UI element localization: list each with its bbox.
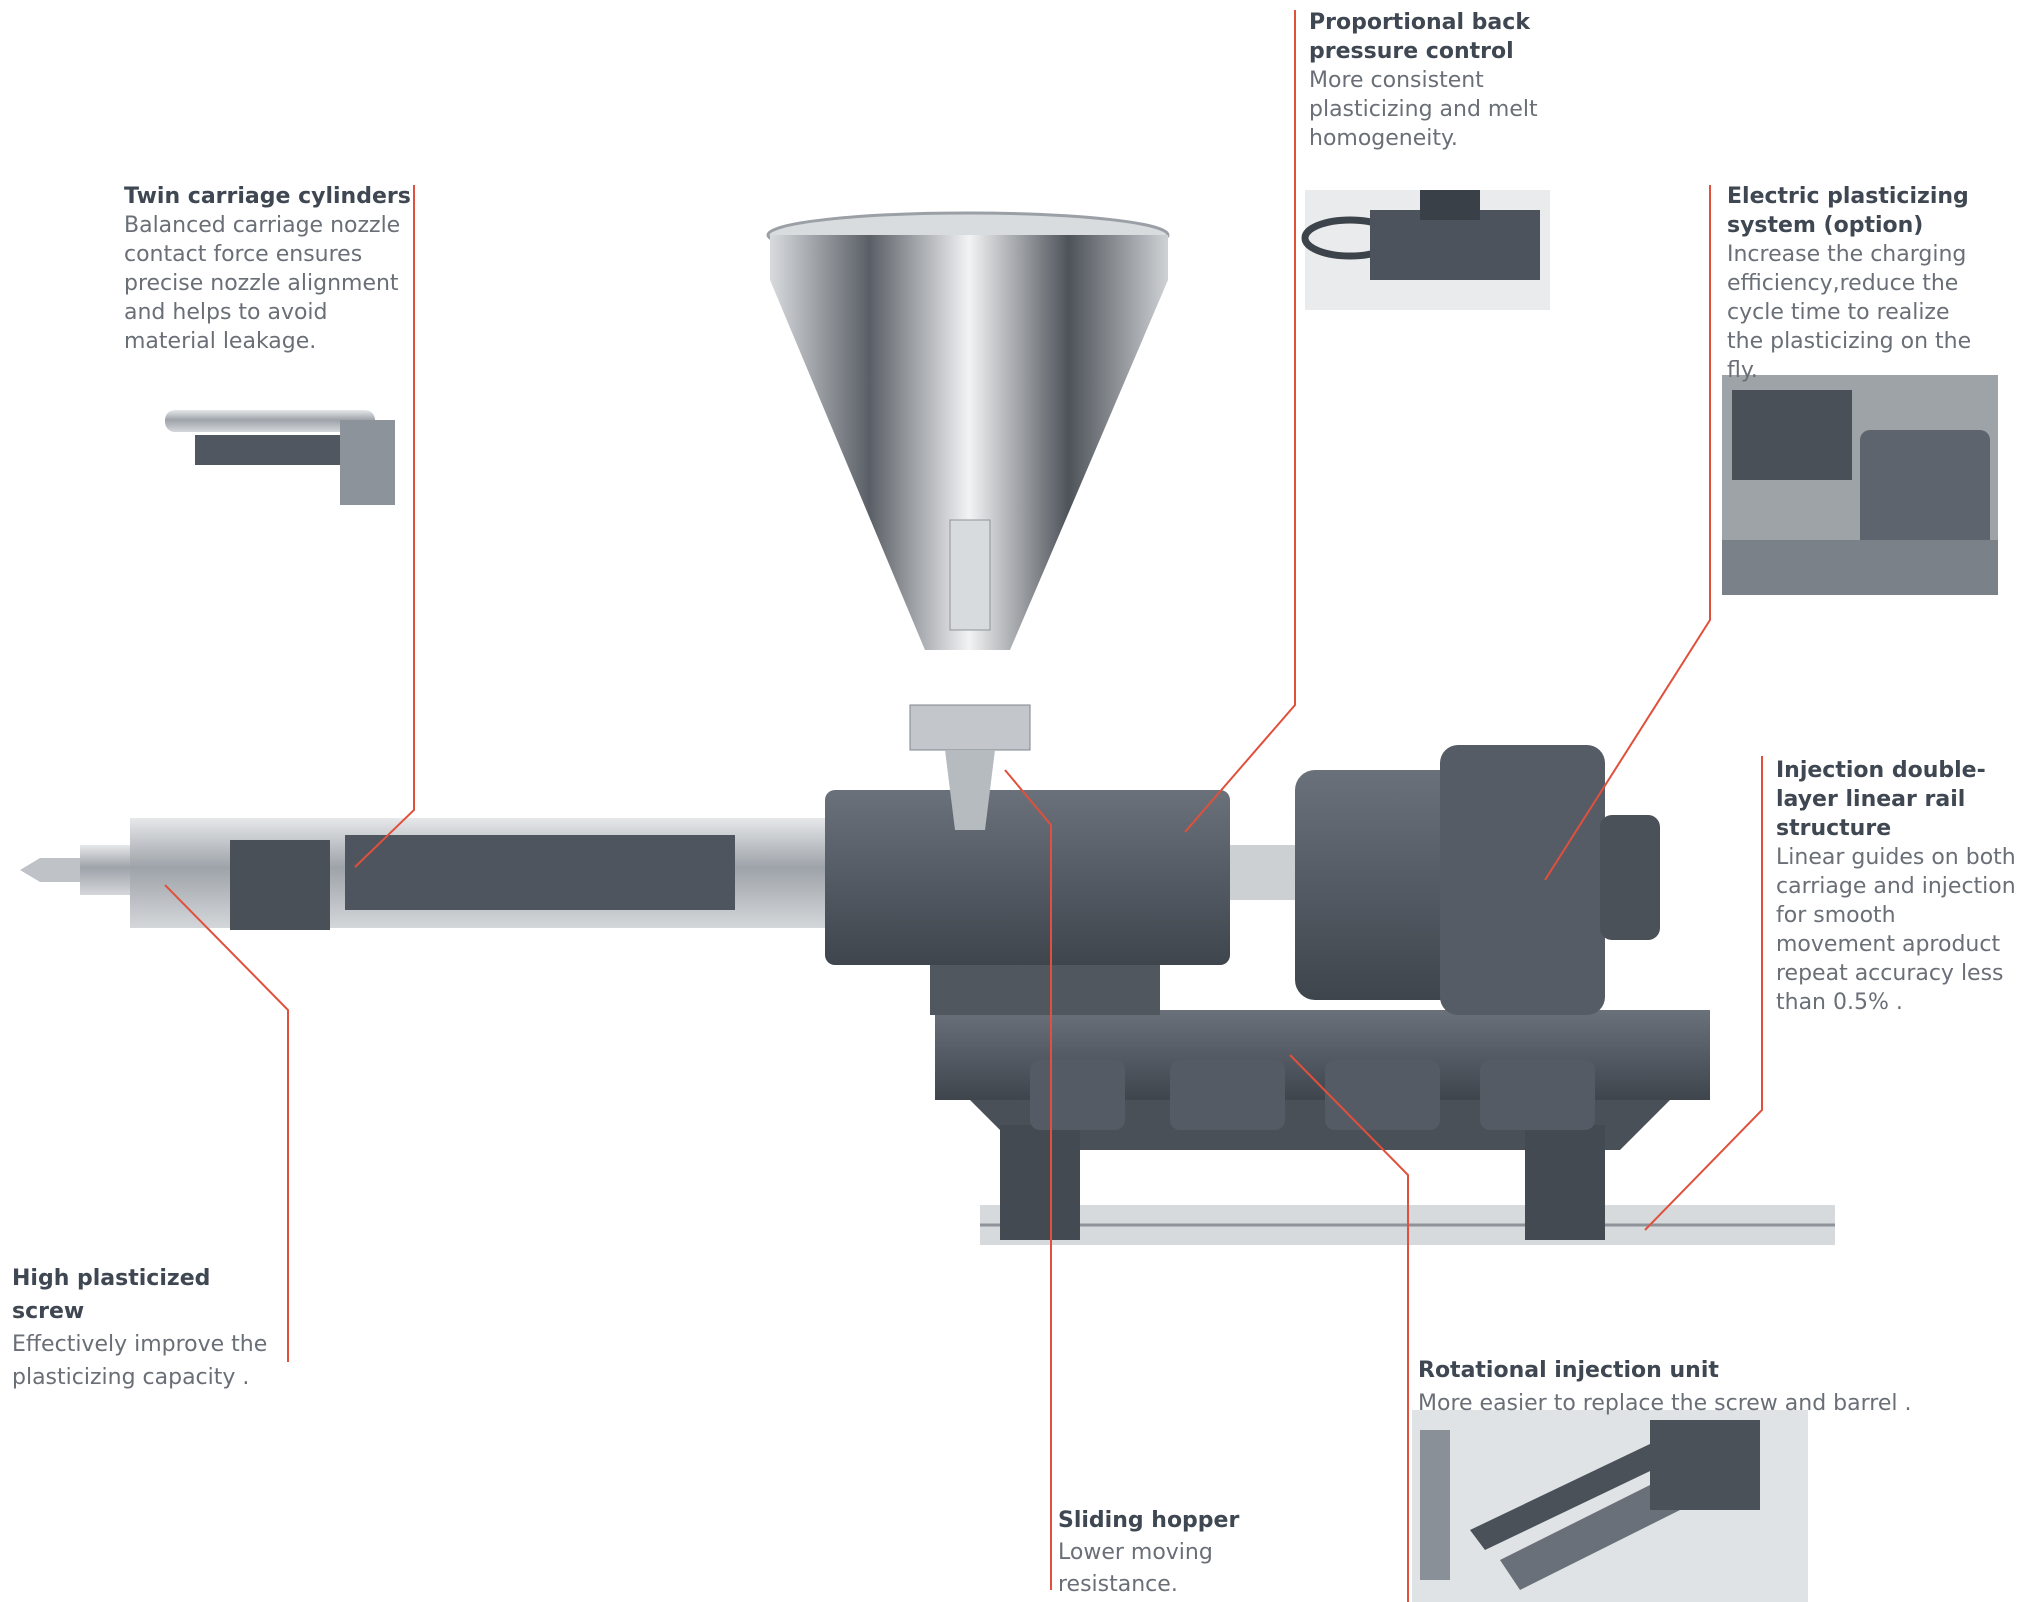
leader-electric xyxy=(1544,185,1711,881)
callout-twin-carriage-cylinders: Twin carriage cylinders Balanced carriag… xyxy=(124,182,414,356)
callout-description: Effectively improve the plasticizing cap… xyxy=(12,1332,268,1390)
callout-title: Rotational injection unit xyxy=(1418,1358,1719,1383)
leader-hopper xyxy=(1004,769,1052,1590)
callout-description: More consistent plasticizing and melt ho… xyxy=(1309,68,1538,151)
leader-rotational xyxy=(1289,1054,1409,1602)
callout-description: Increase the charging efficiency,reduce … xyxy=(1727,242,1972,383)
rotational-unit-thumbnail xyxy=(1412,1410,1808,1602)
electric-plasticizing-thumbnail xyxy=(1722,375,1998,595)
leader-screw xyxy=(164,884,289,1362)
callout-description: More easier to replace the screw and bar… xyxy=(1418,1391,1912,1416)
callout-sliding-hopper: Sliding hopper Lower moving resistance. xyxy=(1058,1505,1278,1601)
callout-linear-rail-structure: Injection double-layer linear rail struc… xyxy=(1776,756,2021,1017)
callout-description: Linear guides on both carriage and injec… xyxy=(1776,845,2016,1015)
callout-title: Twin carriage cylinders xyxy=(124,184,411,209)
leader-rail xyxy=(1644,756,1763,1231)
leader-lines xyxy=(164,10,1763,1602)
machine-illustration xyxy=(20,211,1835,1245)
callout-description: Lower moving resistance. xyxy=(1058,1540,1213,1597)
callout-title: Injection double-layer linear rail struc… xyxy=(1776,758,1986,841)
callout-description: Balanced carriage nozzle contact force e… xyxy=(124,213,401,354)
twin-cylinder-thumbnail xyxy=(160,395,395,505)
callout-proportional-back-pressure: Proportional back pressure control More … xyxy=(1309,8,1539,153)
callout-rotational-injection-unit: Rotational injection unit More easier to… xyxy=(1418,1354,1938,1420)
callout-electric-plasticizing: Electric plasticizing system (option) In… xyxy=(1727,182,1987,385)
callout-title: Electric plasticizing system (option) xyxy=(1727,184,1969,238)
leader-backpressure xyxy=(1184,10,1296,833)
callout-title: High plasticized screw xyxy=(12,1266,211,1324)
callout-title: Proportional back pressure control xyxy=(1309,10,1530,64)
callout-high-plasticized-screw: High plasticized screw Effectively impro… xyxy=(12,1262,287,1394)
back-pressure-thumbnail xyxy=(1301,190,1550,310)
callout-title: Sliding hopper xyxy=(1058,1508,1240,1533)
leader-twin xyxy=(354,185,415,868)
